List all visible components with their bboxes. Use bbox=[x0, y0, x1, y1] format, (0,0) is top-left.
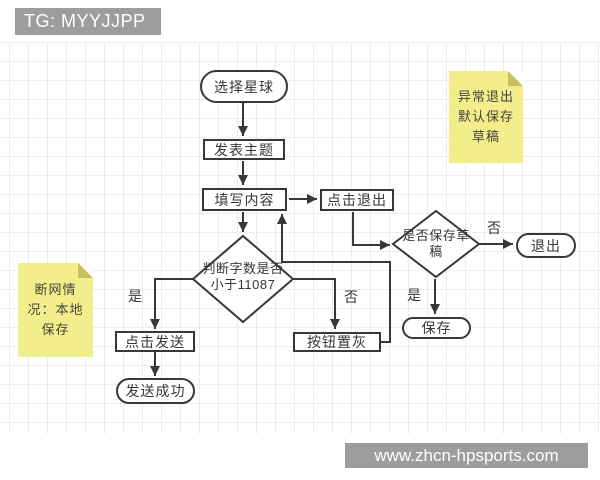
note-line: 断网情 bbox=[34, 282, 77, 297]
edge-wordcount-yes-to-send bbox=[150, 278, 193, 329]
watermark-website: www.zhcn-hpsports.com bbox=[345, 443, 588, 468]
node-label: 按钮置灰 bbox=[307, 334, 367, 350]
edge-gray-loop-to-fill bbox=[277, 214, 391, 343]
note-line: 况：本地 bbox=[27, 302, 84, 317]
edge-label-no-exit: 否 bbox=[487, 220, 501, 236]
node-label: 点击发送 bbox=[125, 333, 185, 350]
decision-line: 是否保存草 bbox=[402, 228, 470, 243]
decision-line: 判断字数是否 bbox=[202, 261, 284, 276]
note-line: 草稿 bbox=[471, 129, 500, 144]
decision-line: 稿 bbox=[429, 244, 443, 259]
node-button-disabled: 按钮置灰 bbox=[293, 332, 381, 352]
node-label: 选择星球 bbox=[214, 78, 274, 95]
edge-label-yes-save: 是 bbox=[407, 287, 421, 303]
note-line: 保存 bbox=[41, 322, 70, 337]
node-send-success: 发送成功 bbox=[116, 378, 195, 404]
node-label: 退出 bbox=[531, 237, 561, 254]
node-click-send: 点击发送 bbox=[115, 331, 195, 352]
node-fill-content: 填写内容 bbox=[202, 188, 287, 211]
sticky-note-offline: 断网情 况：本地 保存 bbox=[18, 263, 93, 357]
decision-word-count-shape bbox=[191, 234, 295, 324]
node-label: 发送成功 bbox=[125, 383, 186, 399]
node-label: 填写内容 bbox=[214, 191, 275, 208]
note-line: 默认保存 bbox=[457, 109, 514, 124]
node-click-exit: 点击退出 bbox=[320, 189, 394, 211]
decision-save-draft-shape bbox=[391, 209, 481, 279]
node-word-count-decision: 判断字数是否 小于11087 bbox=[193, 261, 293, 293]
decision-line: 小于11087 bbox=[210, 277, 276, 292]
node-label: 发表主题 bbox=[214, 141, 274, 158]
edge-label-no-gray: 否 bbox=[344, 289, 358, 305]
watermark-telegram: TG: MYYJJPP bbox=[15, 8, 161, 35]
folded-corner-icon bbox=[78, 263, 93, 278]
sticky-note-text: 断网情 况：本地 保存 bbox=[18, 263, 93, 357]
node-exit: 退出 bbox=[516, 233, 576, 258]
folded-corner-icon bbox=[508, 71, 523, 86]
sticky-note-exception-exit: 异常退出 默认保存 草稿 bbox=[449, 71, 523, 163]
note-line: 异常退出 bbox=[457, 89, 514, 104]
edge-wordcount-no-to-gray bbox=[293, 278, 340, 329]
watermark-text: www.zhcn-hpsports.com bbox=[374, 445, 559, 465]
node-label: 点击退出 bbox=[327, 192, 387, 208]
sticky-note-text: 异常退出 默认保存 草稿 bbox=[449, 71, 523, 163]
node-save: 保存 bbox=[402, 317, 471, 339]
node-select-planet: 选择星球 bbox=[200, 70, 288, 103]
node-publish-topic: 发表主题 bbox=[203, 139, 285, 160]
edge-clickexit-to-savedraft bbox=[352, 212, 390, 250]
node-save-draft-decision: 是否保存草 稿 bbox=[394, 228, 478, 260]
node-label: 保存 bbox=[421, 320, 452, 336]
watermark-text: TG: MYYJJPP bbox=[24, 11, 146, 31]
edge-label-yes-send: 是 bbox=[128, 288, 142, 304]
